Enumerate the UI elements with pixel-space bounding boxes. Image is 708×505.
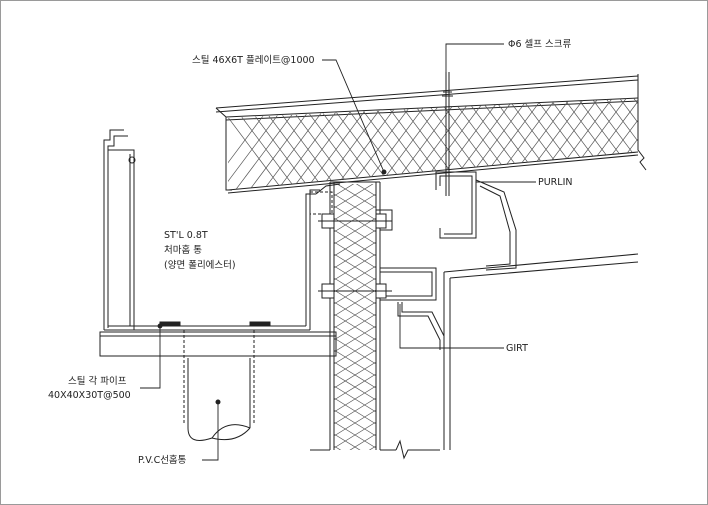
girt-members (376, 209, 445, 350)
label-purlin: PURLIN (538, 177, 572, 188)
roof-panel (215, 74, 647, 194)
wall-bolts (318, 213, 392, 299)
label-screw: Φ6 셀프 스크류 (508, 39, 572, 50)
pvc-downpipe (183, 330, 255, 441)
steel-square-pipe (99, 331, 337, 357)
label-gutter-name: 처마홈 통 (164, 244, 202, 256)
label-gutter-spec: ST'L 0.8T (164, 230, 208, 241)
label-pipe-name: 스틸 각 파이프 (68, 375, 127, 387)
label-gutter-finish: (양면 폴리에스터) (164, 260, 236, 271)
wall-insulation (334, 184, 376, 450)
leader-lines (140, 43, 536, 461)
ground-break (310, 439, 440, 460)
label-pipe-spec: 40X40X30T@500 (48, 390, 131, 401)
label-pvc: P.V.C선홈통 (138, 454, 187, 466)
label-plate: 스틸 46X6T 플레이트@1000 (192, 54, 315, 66)
purlin-assembly (435, 72, 639, 450)
label-girt: GIRT (506, 343, 528, 354)
eave-gutter (103, 129, 341, 331)
